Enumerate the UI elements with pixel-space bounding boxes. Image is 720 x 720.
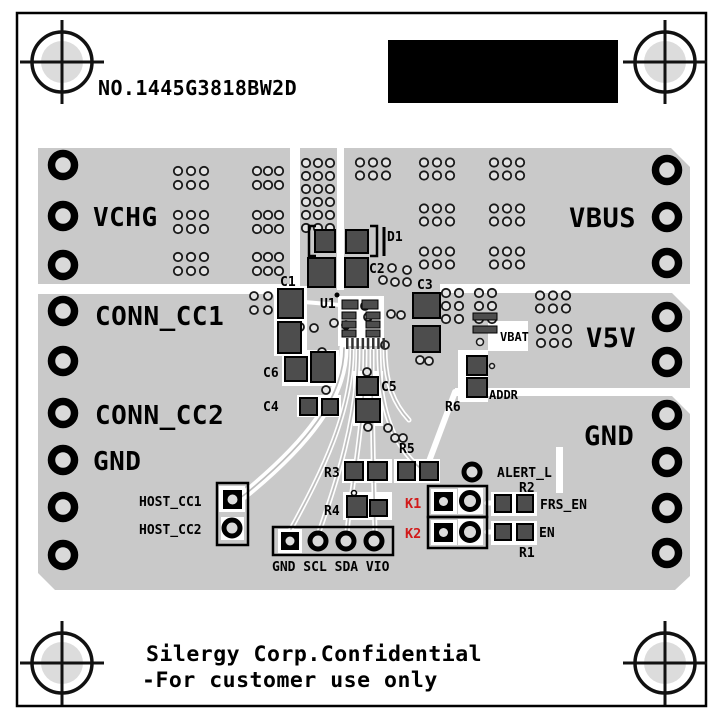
label-vbus: VBUS: [569, 203, 636, 234]
header-pads: [221, 292, 496, 552]
u1-pin1-dot: [334, 292, 340, 298]
part-number-label: NO.1445G3818BW2D: [98, 76, 297, 100]
label-v5v: V5V: [586, 323, 636, 354]
label-en: EN: [539, 526, 555, 541]
vbat-via: [475, 337, 485, 347]
component-pads: [277, 229, 534, 541]
refdes-c1: C1: [280, 275, 296, 290]
r4-pin1-mark: [350, 489, 358, 497]
refdes-c6: C6: [263, 366, 279, 381]
refdes-c4: C4: [263, 400, 279, 415]
footer-line2: -For customer use only: [142, 668, 438, 693]
label-addr: ADDR: [489, 388, 519, 402]
d1-bracket-left: [307, 224, 316, 258]
i2c-gnd-hole: [285, 536, 295, 546]
label-alert-l: ALERT_L: [497, 466, 552, 481]
label-host-cc1: HOST_CC1: [139, 495, 202, 510]
label-host-cc2: HOST_CC2: [139, 523, 202, 538]
i2c-sda-pad: [335, 530, 357, 552]
refdes-c5: C5: [381, 380, 397, 395]
label-conn-cc2: CONN_CC2: [95, 401, 224, 431]
addr-via: [488, 362, 496, 370]
label-i2c-header: GND SCL SDA VIO: [272, 560, 390, 575]
refdes-r2: R2: [519, 481, 535, 496]
via-grid: [172, 157, 573, 443]
label-vbat: VBAT: [500, 330, 529, 344]
alert-l-pad: [461, 461, 483, 483]
k2-ring-pad: [459, 521, 481, 543]
silkscreen-text: NO.1445G3818BW2D VCHG CONN_CC1 CONN_CC2 …: [93, 76, 636, 693]
label-frs-en: FRS_EN: [540, 498, 587, 513]
footer-line1: Silergy Corp.Confidential: [146, 642, 482, 667]
i2c-vio-pad: [363, 530, 385, 552]
through-hole-pads: [47, 149, 683, 571]
refdes-r1: R1: [519, 546, 535, 561]
redacted-area: [388, 40, 618, 103]
label-k2: K2: [405, 526, 421, 542]
refdes-c3: C3: [417, 278, 433, 293]
refdes-r6: R6: [445, 400, 461, 415]
label-vchg: VCHG: [93, 203, 158, 233]
d1-bracket-right: [370, 224, 379, 258]
label-gnd-left: GND: [93, 447, 141, 477]
refdes-d1: D1: [387, 230, 403, 245]
k2-header-outline: [426, 515, 489, 550]
k1-hole: [439, 497, 448, 506]
silkscreen-lines: [215, 224, 489, 557]
host-cc-header-outline: [215, 481, 250, 547]
fiducial-targets: [20, 20, 707, 705]
refdes-r4: R4: [324, 504, 340, 519]
k2-hole: [439, 528, 448, 537]
host-cc2-pad: [221, 517, 243, 539]
board-outline: [15, 11, 708, 708]
refdes-r3: R3: [324, 466, 340, 481]
label-gnd-right: GND: [584, 421, 634, 452]
host-cc1-hole: [227, 494, 238, 505]
label-conn-cc1: CONN_CC1: [95, 302, 224, 332]
i2c-scl-pad: [307, 530, 329, 552]
i2c-header-outline: [271, 525, 395, 557]
label-k1: K1: [405, 496, 421, 512]
k1-ring-pad: [459, 490, 481, 512]
refdes-u1: U1: [320, 297, 336, 312]
refdes-c2: C2: [369, 262, 385, 277]
refdes-r5: R5: [399, 442, 415, 457]
